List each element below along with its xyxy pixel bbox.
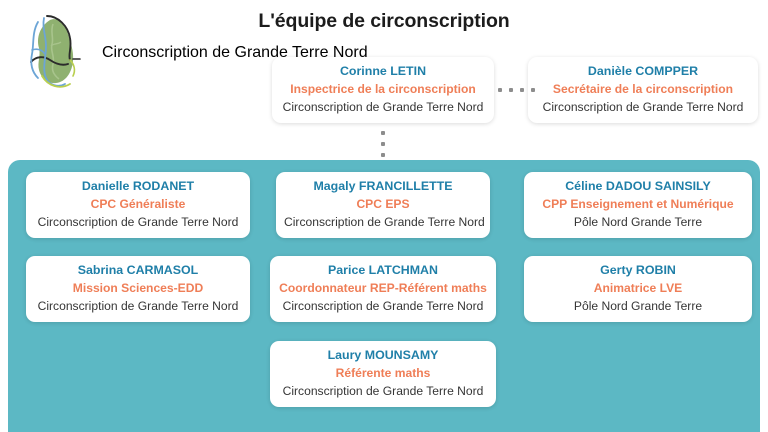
person-place: Pôle Nord Grande Terre (573, 298, 703, 313)
person-name: Danielle RODANET (81, 178, 195, 193)
dot (381, 142, 385, 146)
person-name: Magaly FRANCILLETTE (313, 178, 453, 193)
person-role: Secrétaire de la circonscription (552, 81, 734, 96)
connector-dots-vertical (381, 131, 385, 157)
person-card-secretaire[interactable]: Danièle COMPPER Secrétaire de la circons… (528, 57, 758, 123)
person-role: CPC EPS (356, 196, 410, 211)
dot (520, 88, 524, 92)
person-role: Coordonnateur REP-Référent maths (279, 280, 487, 295)
organization-logo: Circonscription de Grande Terre Nord (20, 14, 368, 92)
person-card-dadou-sainsily[interactable]: Céline DADOU SAINSILY CPP Enseignement e… (524, 172, 752, 238)
organization-name: Circonscription de Grande Terre Nord (102, 44, 368, 61)
person-place: Circonscription de Grande Terre Nord (282, 298, 484, 313)
person-place: Circonscription de Grande Terre Nord (282, 99, 484, 114)
person-role: Inspectrice de la circonscription (290, 81, 476, 96)
person-place: Circonscription de Grande Terre Nord (37, 214, 239, 229)
person-card-rodanet[interactable]: Danielle RODANET CPC Généraliste Circons… (26, 172, 250, 238)
connector-dots-horizontal (498, 88, 535, 92)
person-card-mounsamy[interactable]: Laury MOUNSAMY Référente maths Circonscr… (270, 341, 496, 407)
person-name: Corinne LETIN (339, 63, 427, 78)
person-name: Laury MOUNSAMY (327, 347, 439, 362)
dot (498, 88, 502, 92)
person-place: Circonscription de Grande Terre Nord (284, 214, 485, 229)
dot (531, 88, 535, 92)
dot (381, 131, 385, 135)
person-card-latchman[interactable]: Parice LATCHMAN Coordonnateur REP-Référe… (270, 256, 496, 322)
person-place: Circonscription de Grande Terre Nord (542, 99, 744, 114)
person-place: Circonscription de Grande Terre Nord (282, 383, 484, 398)
person-role: CPC Généraliste (90, 196, 186, 211)
person-role: CPP Enseignement et Numérique (542, 196, 734, 211)
dot (381, 153, 385, 157)
person-card-robin[interactable]: Gerty ROBIN Animatrice LVE Pôle Nord Gra… (524, 256, 752, 322)
person-name: Gerty ROBIN (600, 262, 676, 277)
person-role: Mission Sciences-EDD (72, 280, 204, 295)
dot (509, 88, 513, 92)
person-role: Référente maths (335, 365, 431, 380)
header: Circonscription de Grande Terre Nord L'é… (0, 0, 768, 158)
person-card-inspectrice[interactable]: Corinne LETIN Inspectrice de la circonsc… (272, 57, 494, 123)
person-name: Danièle COMPPER (587, 63, 699, 78)
person-card-carmasol[interactable]: Sabrina CARMASOL Mission Sciences-EDD Ci… (26, 256, 250, 322)
person-place: Circonscription de Grande Terre Nord (37, 298, 239, 313)
page-title: L'équipe de circonscription (258, 10, 510, 32)
person-name: Céline DADOU SAINSILY (565, 178, 711, 193)
person-name: Parice LATCHMAN (328, 262, 438, 277)
guadeloupe-map-icon (20, 14, 94, 92)
person-place: Pôle Nord Grande Terre (573, 214, 703, 229)
person-card-francillette[interactable]: Magaly FRANCILLETTE CPC EPS Circonscript… (276, 172, 490, 238)
person-role: Animatrice LVE (593, 280, 683, 295)
person-name: Sabrina CARMASOL (77, 262, 199, 277)
